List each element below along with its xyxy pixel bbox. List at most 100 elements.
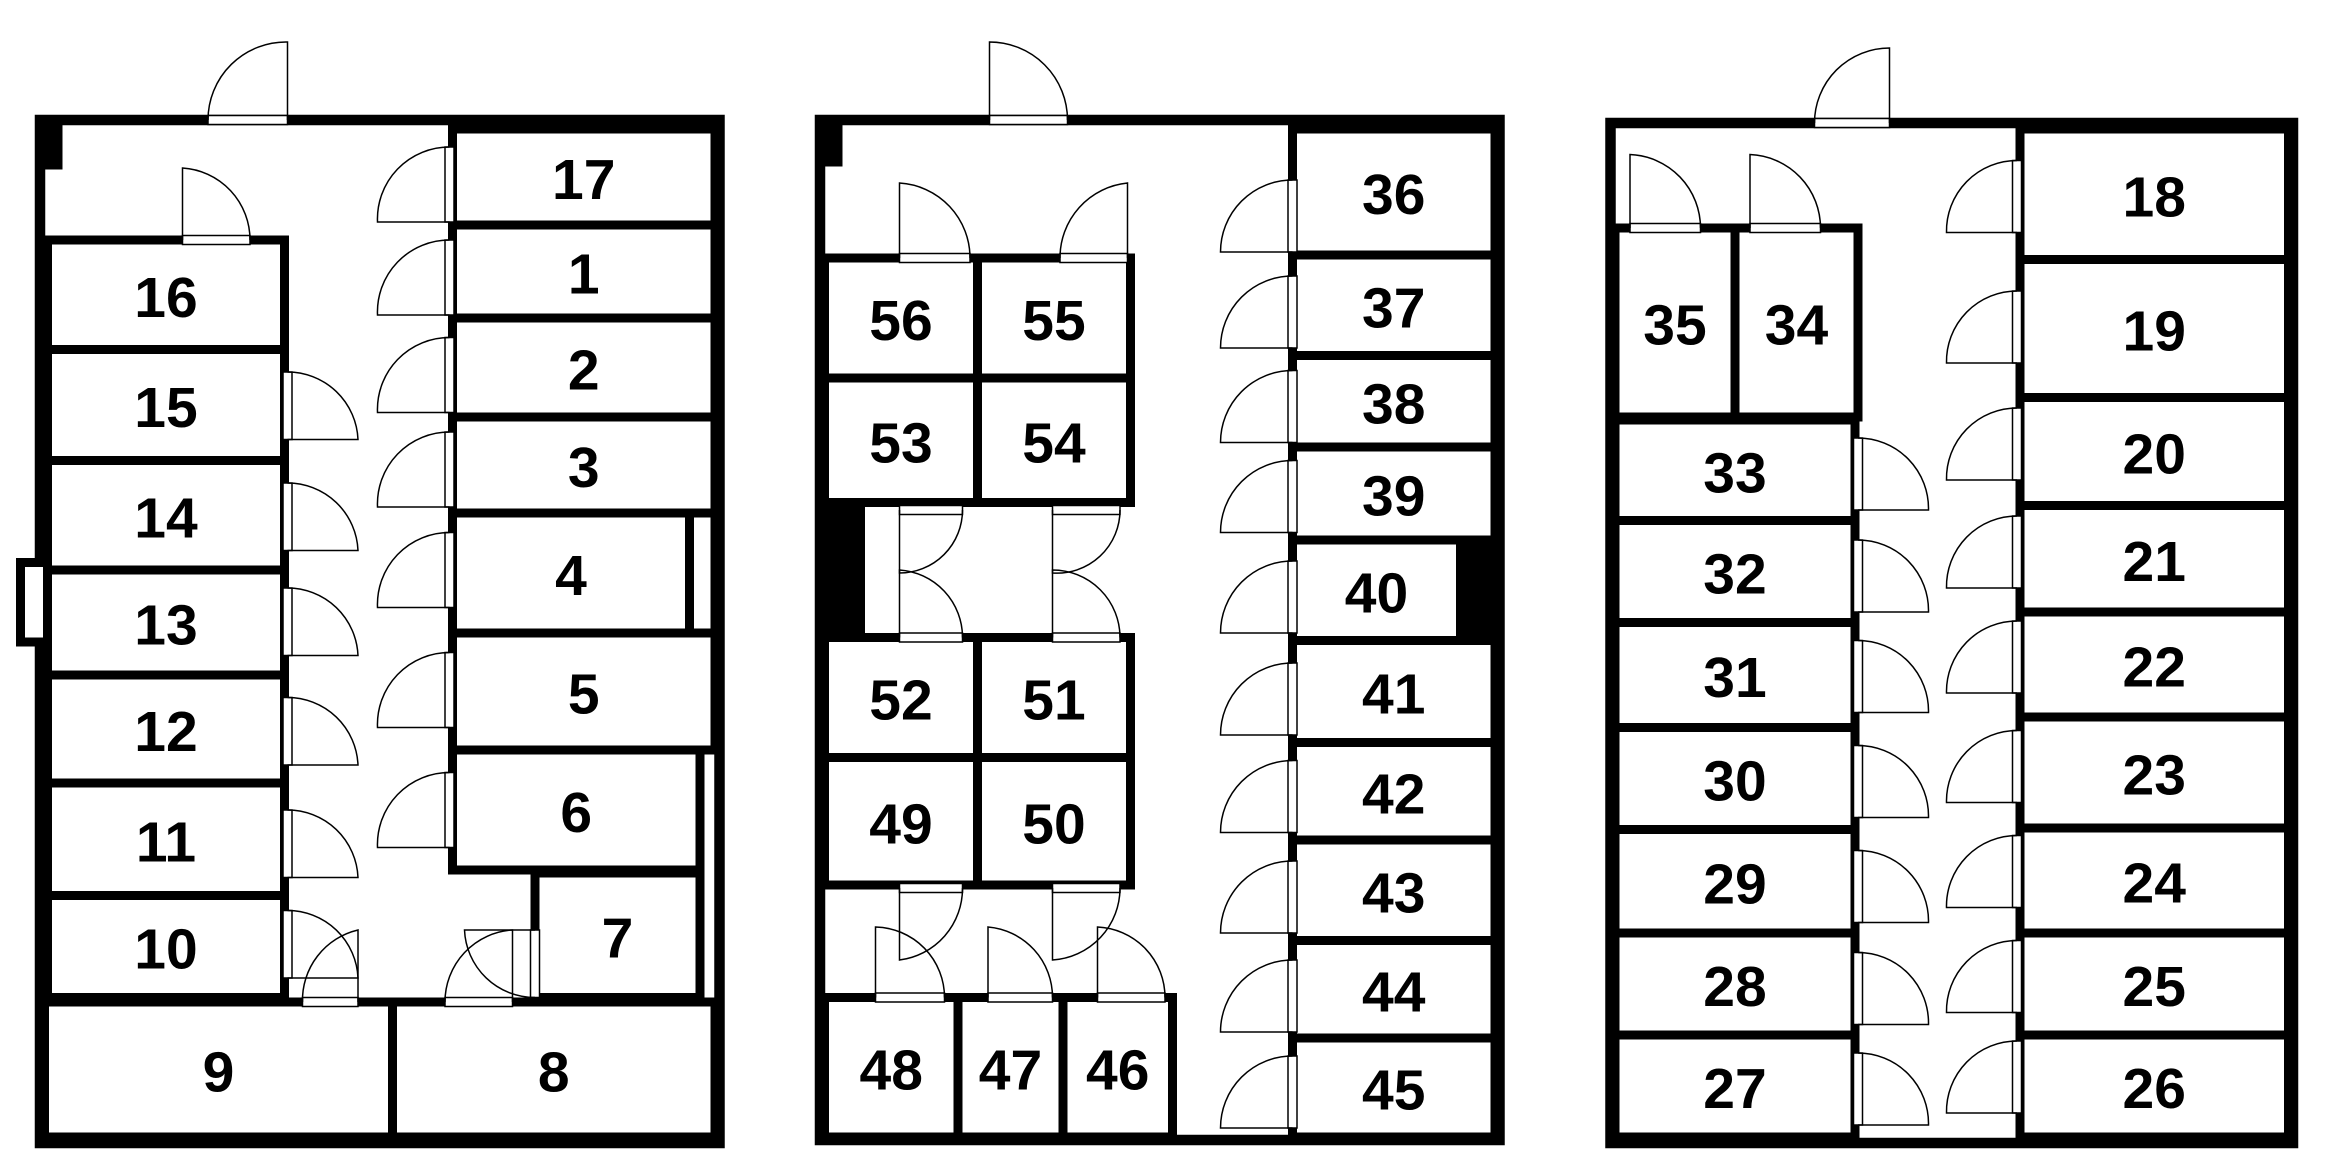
door-swing-icon — [1219, 860, 1293, 934]
room-number: 40 — [1345, 561, 1408, 625]
door-opening — [1287, 662, 1298, 736]
door-swing-icon — [1051, 569, 1121, 638]
room-number: 36 — [1362, 163, 1425, 227]
room: 16 — [42, 235, 289, 354]
door-opening — [1051, 504, 1121, 516]
door-swing-icon — [287, 909, 359, 979]
room-number: 8 — [538, 1041, 570, 1105]
door-swing-icon — [376, 336, 450, 414]
room-number: 19 — [2123, 300, 2186, 364]
room: 22 — [2015, 607, 2293, 722]
door-swing-icon — [1749, 153, 1822, 229]
door — [1629, 153, 1702, 234]
room: 56 — [820, 253, 982, 383]
door-swing-icon — [181, 167, 251, 241]
room: 41 — [1288, 636, 1500, 747]
structural-column — [824, 124, 843, 167]
room: 11 — [42, 778, 289, 900]
room-number: 6 — [560, 781, 592, 845]
door — [1051, 882, 1121, 961]
room: 45 — [1288, 1033, 1500, 1142]
room-number: 41 — [1362, 663, 1425, 727]
door-opening — [1852, 744, 1864, 819]
room: 18 — [2015, 124, 2293, 264]
room-number: 43 — [1362, 861, 1425, 925]
door-swing-icon — [1219, 959, 1293, 1033]
door-opening — [282, 587, 293, 657]
door — [1749, 153, 1822, 234]
door-swing-icon — [1945, 290, 2018, 364]
door — [1945, 729, 2023, 804]
door-swing-icon — [1857, 1052, 1930, 1126]
door — [207, 41, 289, 126]
door — [282, 587, 359, 657]
room-number: 12 — [134, 700, 197, 764]
door-opening — [988, 114, 1069, 126]
door-swing-icon — [1219, 179, 1293, 253]
room-walls — [1730, 223, 1863, 422]
door-swing-icon — [898, 509, 964, 574]
door — [282, 482, 359, 552]
room-number: 7 — [602, 906, 634, 970]
door-swing-icon — [988, 41, 1069, 121]
room-walls — [1288, 835, 1500, 945]
room: 8 — [388, 997, 720, 1142]
room: 55 — [973, 253, 1135, 383]
door — [1219, 860, 1298, 934]
room-number: 4 — [555, 544, 587, 608]
door — [1219, 662, 1298, 736]
door-swing-icon — [1813, 47, 1891, 124]
door — [988, 41, 1069, 126]
door-swing-icon — [987, 926, 1054, 998]
room-number: 15 — [134, 376, 197, 440]
door — [181, 167, 251, 246]
door-opening — [282, 809, 293, 879]
door-swing-icon — [1945, 834, 2018, 909]
room-number: 14 — [134, 486, 198, 550]
room: 43 — [1288, 835, 1500, 945]
room-number: 21 — [2123, 530, 2186, 594]
room: 24 — [2015, 823, 2293, 938]
room: 30 — [1610, 723, 1860, 834]
room: 42 — [1288, 738, 1500, 845]
door — [282, 809, 359, 879]
door-swing-icon — [1945, 620, 2018, 694]
room-number: 25 — [2123, 955, 2186, 1019]
room: 5 — [448, 628, 720, 755]
door-swing-icon — [1945, 939, 2018, 1014]
door — [898, 182, 971, 264]
room-number: 42 — [1362, 762, 1425, 826]
door-swing-icon — [376, 239, 450, 316]
door-swing-icon — [1945, 729, 2018, 804]
room-walls — [953, 993, 1068, 1142]
room: 31 — [1610, 618, 1860, 732]
room: 40 — [1288, 535, 1465, 645]
room: 34 — [1730, 223, 1863, 422]
door — [1813, 47, 1891, 129]
door — [1852, 951, 1930, 1026]
room: 52 — [820, 633, 982, 762]
door-opening — [1852, 639, 1864, 714]
room: 1 — [448, 220, 720, 323]
room: 28 — [1610, 928, 1860, 1040]
door-opening — [898, 632, 964, 643]
rooms: 1712345678916151413121110363738394041424… — [39, 124, 2293, 1142]
door-opening — [1287, 179, 1298, 253]
door — [376, 651, 455, 729]
door — [1852, 437, 1930, 511]
room: 36 — [1288, 124, 1500, 260]
door-opening — [181, 234, 251, 246]
door-opening — [1813, 117, 1891, 129]
door-opening — [444, 771, 455, 849]
room-number: 45 — [1362, 1059, 1425, 1123]
door — [1219, 759, 1298, 834]
door-swing-icon — [1857, 744, 1930, 819]
door-swing-icon — [1051, 887, 1121, 961]
doors — [181, 41, 2023, 1129]
room: 32 — [1610, 516, 1860, 627]
room: 4 — [448, 508, 694, 638]
door — [898, 569, 964, 643]
room: 2 — [448, 313, 720, 422]
room-number: 51 — [1022, 669, 1085, 733]
